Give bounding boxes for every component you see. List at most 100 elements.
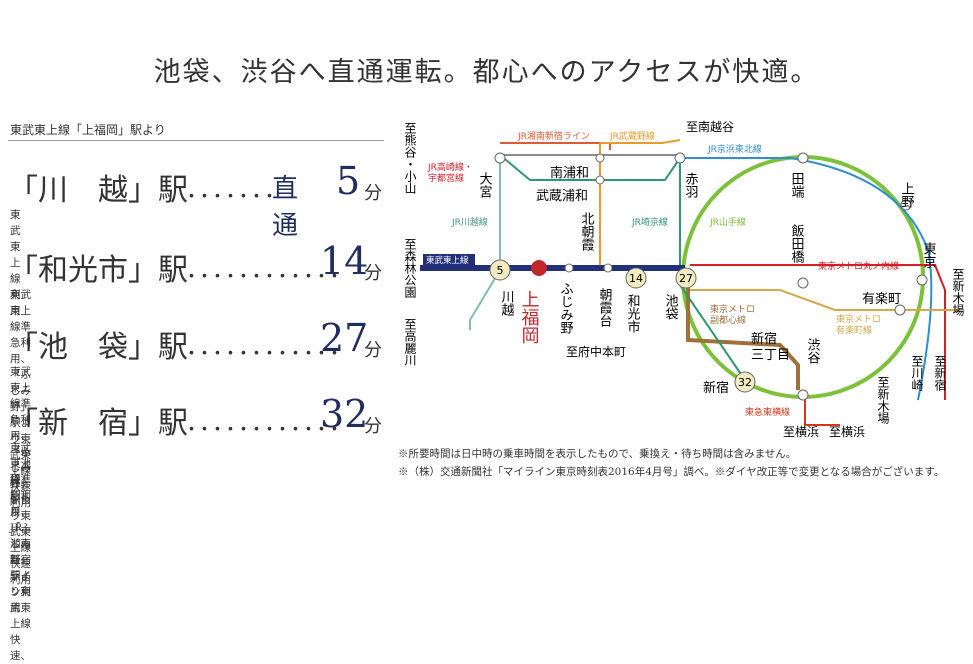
dest-kumagaya: 至熊谷・小山 <box>403 122 417 194</box>
footnote-2: ※（株）交通新聞社「マイライン東京時刻表2016年4月号」調べ。※ダイヤ改正等で… <box>398 466 945 478</box>
dest-shinkiba-right: 至新木場 <box>951 268 965 317</box>
shibuya-station-marker <box>797 389 809 401</box>
kamifukuoka-label: 上福岡 <box>519 290 540 344</box>
station-name: 「川 越」駅 <box>8 173 188 208</box>
tokyo-label: 東京 <box>921 241 937 268</box>
leader-dots: ･･･････ <box>186 185 278 210</box>
akabane-station-marker <box>674 152 686 164</box>
dest-shinrinkoen: 至森林公園 <box>403 238 417 298</box>
omiya-label: 大宮 <box>477 172 493 198</box>
jr-yamanote-label: JR山手線 <box>709 216 746 228</box>
jr-keihin-tohoku-line <box>680 157 933 401</box>
dest-shinkiba-bottom: 至新木場 <box>876 376 890 425</box>
badge-ikebukuro <box>675 267 697 289</box>
from-label: 東武東上線「上福岡」駅より <box>10 123 166 137</box>
tokyu-toyoko-line <box>804 395 840 426</box>
direct-label: 直通 <box>272 174 299 241</box>
shinjuku-label: 新宿 <box>703 380 729 396</box>
dest-komagawa: 至高麗川 <box>403 318 417 366</box>
route-note: 東武東上線利用 <box>10 209 21 317</box>
shinjuku3-label-1: 新宿 <box>751 331 777 347</box>
jr-takasaki-label-1: JR高崎線・ <box>427 161 473 173</box>
jr-shonan-shinjuku-line <box>500 142 611 150</box>
shinjuku3-label-2: 三丁目 <box>751 348 790 363</box>
leader-dots: ････････････ <box>186 418 343 443</box>
fujimino-label: ふじみ野 <box>558 282 574 334</box>
minutes-value: 5 <box>336 159 361 203</box>
yurakucho-label-1: 東京メトロ <box>836 313 881 325</box>
jr-kawagoe-line <box>469 155 501 330</box>
iidabashi-station-marker <box>797 277 809 289</box>
kamifukuoka-station-marker <box>531 260 547 276</box>
route-map: 5 14 27 32 東武東上線 JR川越線 JR湘南新宿ライン JR武蔵野線 … <box>403 119 965 439</box>
badge-wakoshi <box>625 267 647 289</box>
toyoko-label: 東急東横線 <box>745 406 790 418</box>
badge-shinjuku <box>734 371 756 393</box>
badge-wakoshi-text: 14 <box>629 272 643 285</box>
tobu-label-box <box>423 254 475 266</box>
iidabashi-label: 飯田橋 <box>789 224 805 264</box>
station-name: 「和光市」駅 <box>8 253 188 288</box>
ikebukuro-label: 池袋 <box>663 294 679 320</box>
metro-yurakucho-line <box>690 289 960 311</box>
ueno-station-marker <box>900 199 912 211</box>
minutes-unit: 分 <box>364 183 382 204</box>
minamiurawa-station-marker <box>595 153 605 163</box>
minutes-unit: 分 <box>364 416 382 437</box>
headline: 池袋、渋谷へ直通運転。都心へのアクセスが快適。 <box>153 57 820 88</box>
tobu-line-label: 東武東上線 <box>426 255 469 266</box>
minutes-value: 27 <box>320 316 369 360</box>
musashiurawa-label: 武蔵浦和 <box>536 189 588 204</box>
leader-dots: ････････････ <box>186 265 343 290</box>
jr-saikyo-label: JR埼京線 <box>631 216 668 228</box>
dest-fuchu: 至府中本町 <box>566 344 626 359</box>
minutes-unit: 分 <box>364 340 382 361</box>
leader-dots: ････････････ <box>186 342 343 367</box>
fukutoshin-label-2: 副都心線 <box>710 314 746 326</box>
badge-shinjuku-text: 32 <box>738 376 752 389</box>
asakadai-label: 朝霞台 <box>597 288 613 327</box>
minamiurawa-label: 南浦和 <box>550 165 589 181</box>
station-name: 「新 宿」駅 <box>8 406 188 441</box>
dest-kawasaki: 至川崎 <box>910 355 924 391</box>
minutes-value: 32 <box>320 392 369 436</box>
wakoshi-label: 和光市 <box>625 294 641 333</box>
fujimino-station-marker <box>564 263 574 273</box>
fukutoshin-label-1: 東京メトロ <box>710 303 755 315</box>
badge-ikebukuro-text: 27 <box>679 272 693 285</box>
footnote-1: ※所要時間は日中時の乗車時間を表示したもので、乗換え・待ち時間は含みません。 <box>398 448 797 460</box>
ueno-label: 上野 <box>899 182 915 208</box>
divider <box>8 140 384 141</box>
badge-kawagoe <box>489 259 511 281</box>
badge-kawagoe-text: 5 <box>497 264 504 277</box>
dest-minamikoshigaya: 至南越谷 <box>686 119 734 134</box>
minutes-unit: 分 <box>364 263 382 284</box>
jr-saikyo-branch <box>499 154 681 181</box>
jr-musashino-label: JR武蔵野線 <box>609 130 655 142</box>
tabata-label: 田端 <box>789 172 805 198</box>
jr-shonan-label: JR湘南新宿ライン <box>517 130 590 142</box>
dest-shinagawa: 至新宿 <box>933 355 947 391</box>
station-name: 「池 袋」駅 <box>8 330 188 365</box>
tabata-station-marker <box>797 152 809 164</box>
metro-marunouchi-line <box>690 264 946 400</box>
jr-kawagoe-label: JR川越線 <box>451 216 488 228</box>
jr-keihin-label: JR京浜東北線 <box>707 143 762 155</box>
yurakucho-station-label: 有楽町 <box>862 291 901 307</box>
metro-fukutoshin-line <box>686 285 800 390</box>
omiya-station-marker <box>494 152 506 164</box>
akabane-label: 赤羽 <box>683 172 699 198</box>
kawagoe-label: 川越 <box>499 290 515 317</box>
jr-musashino-line <box>599 139 681 265</box>
minutes-value: 14 <box>320 239 369 283</box>
yurakucho-station-marker <box>894 304 906 316</box>
jr-takasaki-label-2: 宇都宮線 <box>428 172 464 184</box>
dest-yokohama-1: 至横浜 <box>783 425 819 439</box>
marunouchi-label: 東京メトロ丸ノ内線 <box>818 260 899 272</box>
yurakucho-label-2: 有楽町線 <box>836 324 872 336</box>
shibuya-label: 渋谷 <box>805 338 821 364</box>
kitaasaka-label: 北朝霞 <box>579 212 595 251</box>
musashiurawa-station-marker <box>595 175 605 185</box>
dest-yokohama-2: 至横浜 <box>829 425 865 439</box>
asakadai-station-marker <box>603 263 613 273</box>
